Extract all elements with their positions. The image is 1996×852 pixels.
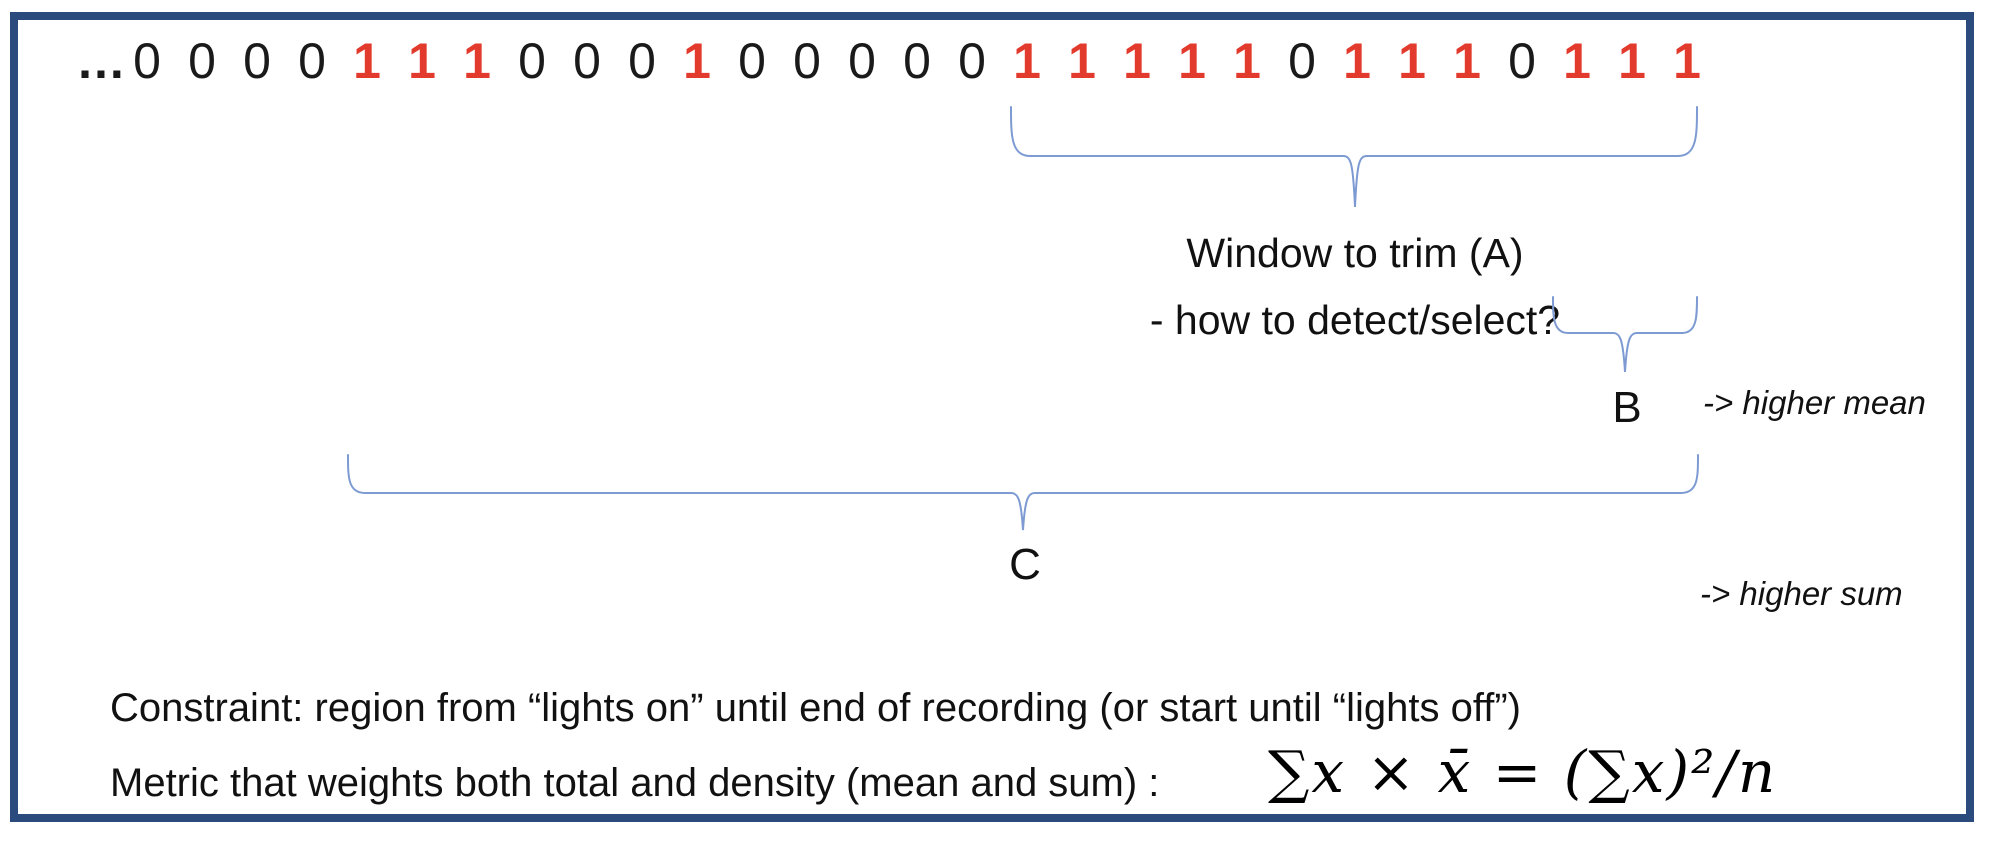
digit-one: 1 bbox=[1123, 33, 1151, 89]
digit-zero: 0 bbox=[738, 33, 766, 89]
slide-border bbox=[10, 12, 1974, 822]
digit-zero: 0 bbox=[298, 33, 326, 89]
digit-zero: 0 bbox=[628, 33, 656, 89]
window-a-label-line1: Window to trim (A) bbox=[1186, 230, 1524, 276]
digit-one: 1 bbox=[1563, 33, 1591, 89]
metric-text: Metric that weights both total and densi… bbox=[110, 761, 1160, 805]
higher-mean-note: -> higher mean bbox=[1703, 384, 1926, 421]
digit-one: 1 bbox=[1068, 33, 1096, 89]
constraint-text: Constraint: region from “lights on” unti… bbox=[110, 686, 1521, 730]
digit-one: 1 bbox=[1453, 33, 1481, 89]
digit-one: 1 bbox=[353, 33, 381, 89]
higher-sum-note: -> higher sum bbox=[1700, 575, 1903, 612]
digit-zero: 0 bbox=[133, 33, 161, 89]
digit-zero: 0 bbox=[958, 33, 986, 89]
digit-zero: 0 bbox=[1288, 33, 1316, 89]
digit-one: 1 bbox=[1233, 33, 1261, 89]
digit-one: 1 bbox=[1673, 33, 1701, 89]
window-a-label-line2: - how to detect/select? bbox=[1149, 297, 1561, 343]
digit-one: 1 bbox=[683, 33, 711, 89]
digit-one: 1 bbox=[408, 33, 436, 89]
digit-zero: 0 bbox=[793, 33, 821, 89]
digit-zero: 0 bbox=[573, 33, 601, 89]
digit-one: 1 bbox=[1398, 33, 1426, 89]
sequence-ellipsis: … bbox=[76, 33, 126, 89]
digit-one: 1 bbox=[1618, 33, 1646, 89]
window-b-label: B bbox=[1612, 383, 1642, 432]
window-c-label: C bbox=[1009, 540, 1041, 589]
digit-zero: 0 bbox=[243, 33, 271, 89]
window-b-brace bbox=[1552, 296, 1698, 373]
metric-formula: ∑x × x̄ = (∑x)²/n bbox=[1268, 738, 1778, 806]
window-a-brace bbox=[1010, 106, 1698, 208]
digit-one: 1 bbox=[1343, 33, 1371, 89]
digit-zero: 0 bbox=[188, 33, 216, 89]
window-a-label: Window to trim (A) - how to detect/selec… bbox=[1055, 220, 1655, 354]
digit-one: 1 bbox=[463, 33, 491, 89]
digit-one: 1 bbox=[1178, 33, 1206, 89]
digit-one: 1 bbox=[1013, 33, 1041, 89]
window-c-brace bbox=[347, 454, 1699, 531]
digit-zero: 0 bbox=[848, 33, 876, 89]
digit-zero: 0 bbox=[518, 33, 546, 89]
digit-zero: 0 bbox=[903, 33, 931, 89]
digit-zero: 0 bbox=[1508, 33, 1536, 89]
